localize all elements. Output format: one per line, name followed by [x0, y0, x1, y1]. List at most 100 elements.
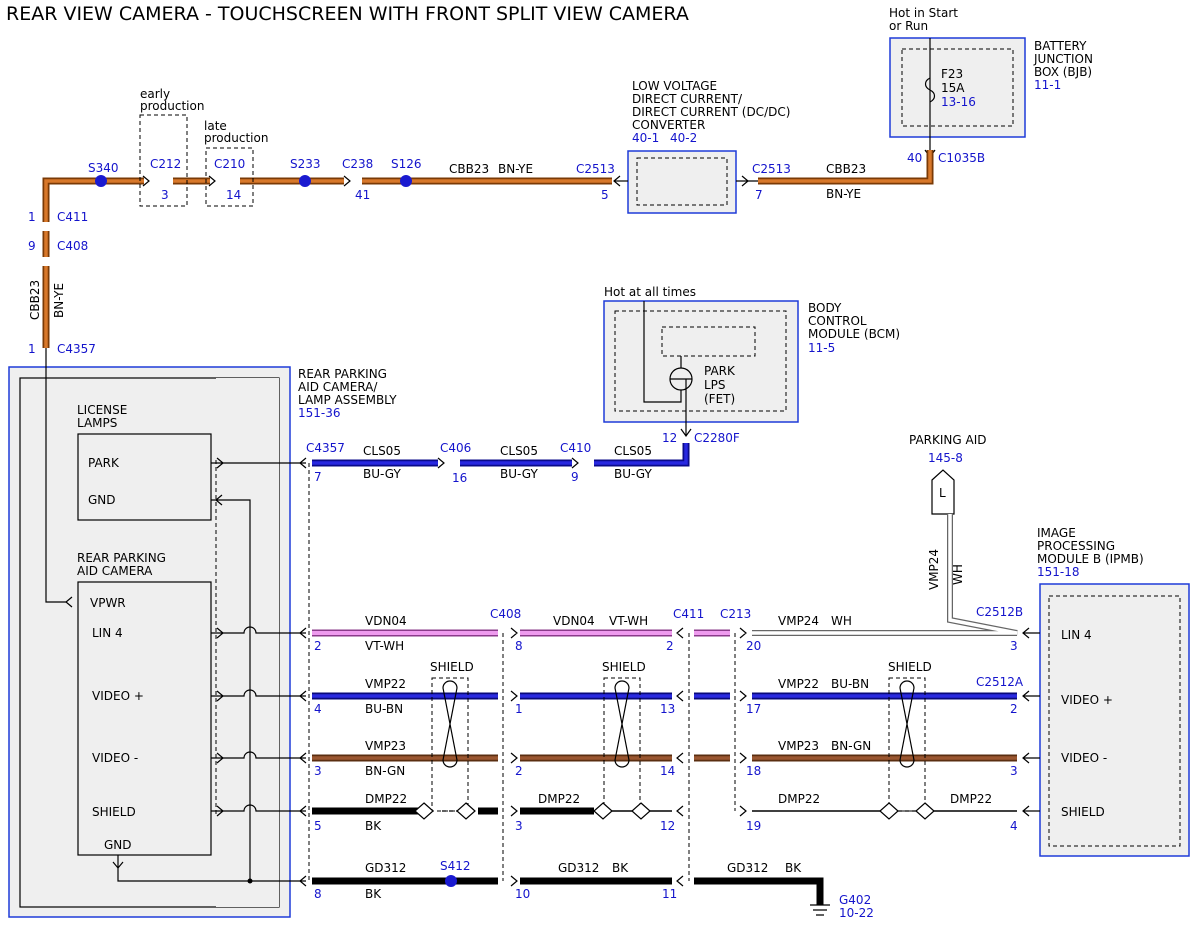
lin-harness-wire — [312, 514, 1018, 637]
dcdc-box — [627, 150, 737, 214]
vplus-pin-3: 13 — [660, 702, 675, 716]
bcm-box — [603, 300, 799, 423]
vpwr-arrow-icon — [65, 596, 73, 608]
gnd-color-3: BK — [785, 861, 802, 875]
dcdc-right-connector: C2513 — [752, 162, 791, 176]
c212-label: C212 — [150, 157, 181, 171]
shield-label-2: SHIELD — [602, 660, 646, 674]
vminus-internal-wire — [211, 751, 306, 759]
lamps-gnd-label: GND — [88, 493, 116, 507]
ground-junction — [247, 878, 253, 884]
lin-pin-3: 2 — [666, 639, 674, 653]
lamps-label-1: LICENSE — [77, 403, 127, 417]
lin-internal-wire — [211, 626, 306, 634]
bcm-feed-wire — [643, 301, 682, 403]
c238-pin: 41 — [355, 188, 370, 202]
bjb-ref: 11-1 — [1034, 78, 1061, 92]
park-circuit-2: CLS05 — [500, 444, 538, 458]
dcdc-right-pin: 7 — [755, 188, 763, 202]
camera-box — [77, 581, 212, 856]
lamp-gnd-chevron-icon — [215, 494, 223, 506]
c212-pin: 3 — [161, 188, 169, 202]
lamp-gnd-wire — [211, 499, 251, 881]
lin-color-1: VT-WH — [365, 639, 404, 653]
mid-c411-label: C411 — [673, 607, 704, 621]
bcm-name-3: MODULE (BCM) — [808, 327, 900, 341]
dcdc-label-3: DIRECT CURRENT (DC/DC) — [632, 105, 790, 119]
late-label-1: late — [204, 119, 227, 133]
c408-label: C408 — [57, 239, 88, 253]
vplus-pin-5: 2 — [1010, 702, 1018, 716]
vminus-color-1: BN-GN — [365, 764, 405, 778]
lin-pin-2: 8 — [515, 639, 523, 653]
bjb-name-2: JUNCTION — [1033, 52, 1093, 66]
vplus-color-4: BU-BN — [831, 677, 869, 691]
bcm-fet-label-1: PARK — [704, 364, 736, 378]
dcdc-left-pin: 5 — [601, 188, 609, 202]
dcdc-label-2: DIRECT CURRENT/ — [632, 92, 743, 106]
parking-aid-label: PARKING AID — [909, 433, 987, 447]
dcdc-ref-2: 40-2 — [670, 131, 697, 145]
assembly-label-1: REAR PARKING — [298, 367, 387, 381]
lin-circuit-2: VDN04 — [553, 614, 595, 628]
top-circuit: CBB23 — [449, 162, 489, 176]
c411-pin: 1 — [28, 210, 36, 224]
dcdc-label-1: LOW VOLTAGE — [632, 79, 717, 93]
bcm-pin: 12 — [662, 431, 677, 445]
s340-label: S340 — [88, 161, 119, 175]
parking-aid-ref: 145-8 — [928, 451, 963, 465]
vminus-pin-5: 3 — [1010, 764, 1018, 778]
lin-pin-4: 20 — [746, 639, 761, 653]
vplus-pin-1: 4 — [314, 702, 322, 716]
s412-label: S412 — [440, 859, 471, 873]
parking-aid-color: WH — [951, 564, 965, 585]
camera-shield-label: SHIELD — [92, 805, 136, 819]
assembly-label-3: LAMP ASSEMBLY — [298, 393, 397, 407]
park-harness-wire — [312, 443, 690, 467]
late-label-2: production — [204, 131, 268, 145]
assembly-connector-zone — [216, 378, 279, 907]
vplus-pin-2: 1 — [515, 702, 523, 716]
dcdc-inner-box — [636, 157, 728, 206]
fuse-name: F23 — [941, 67, 963, 81]
dcdc-ref-1: 40-1 — [632, 131, 659, 145]
vminus-cam-chevron-icon — [216, 752, 224, 764]
shield-circuit-1: DMP22 — [365, 792, 407, 806]
c2512a-label: C2512A — [976, 675, 1024, 689]
shield-label-3: SHIELD — [888, 660, 932, 674]
early-label-2: production — [140, 99, 204, 113]
camera-gnd-wire — [117, 855, 306, 882]
g402-label: G402 — [839, 893, 871, 907]
gnd-pin-1: 8 — [314, 887, 322, 901]
camera-vminus-label: VIDEO - — [92, 751, 138, 765]
c238-chevron-icon — [343, 175, 351, 187]
parking-aid-connector-icon — [931, 469, 955, 515]
lin-pin-5: 3 — [1010, 639, 1018, 653]
c210-chevron-icon — [208, 175, 216, 187]
s233-label: S233 — [290, 157, 321, 171]
lin-color-4: WH — [831, 614, 852, 628]
park-circuit-1: CLS05 — [363, 444, 401, 458]
shield-cam-chevron-icon — [216, 805, 224, 817]
vminus-pin-3: 14 — [660, 764, 675, 778]
splice-s126 — [400, 175, 412, 187]
bcm-hot-label: Hot at all times — [604, 285, 696, 299]
camera-label-1: REAR PARKING — [77, 551, 166, 565]
late-production-box — [205, 147, 254, 207]
dcdc-right-color: BN-YE — [826, 187, 861, 201]
gnd-circuit-3: GD312 — [727, 861, 768, 875]
page-title: REAR VIEW CAMERA - TOUCHSCREEN WITH FRON… — [6, 3, 689, 25]
camera-vpwr-label: VPWR — [90, 596, 126, 610]
vplus-cam-chevron-icon — [216, 690, 224, 702]
vplus-circuit-4: VMP22 — [778, 677, 819, 691]
park-color-1: BU-GY — [363, 467, 401, 481]
ipmb-lin-label: LIN 4 — [1061, 628, 1092, 642]
lin-pin-1: 2 — [314, 639, 322, 653]
bcm-inner-box — [614, 310, 787, 412]
shield-3 — [879, 677, 935, 820]
shield-pin-3: 12 — [660, 819, 675, 833]
shield-pin-2: 3 — [515, 819, 523, 833]
shield-circuit-2: DMP22 — [538, 792, 580, 806]
vplus-circuit-1: VMP22 — [365, 677, 406, 691]
park-color-3: BU-GY — [614, 467, 652, 481]
